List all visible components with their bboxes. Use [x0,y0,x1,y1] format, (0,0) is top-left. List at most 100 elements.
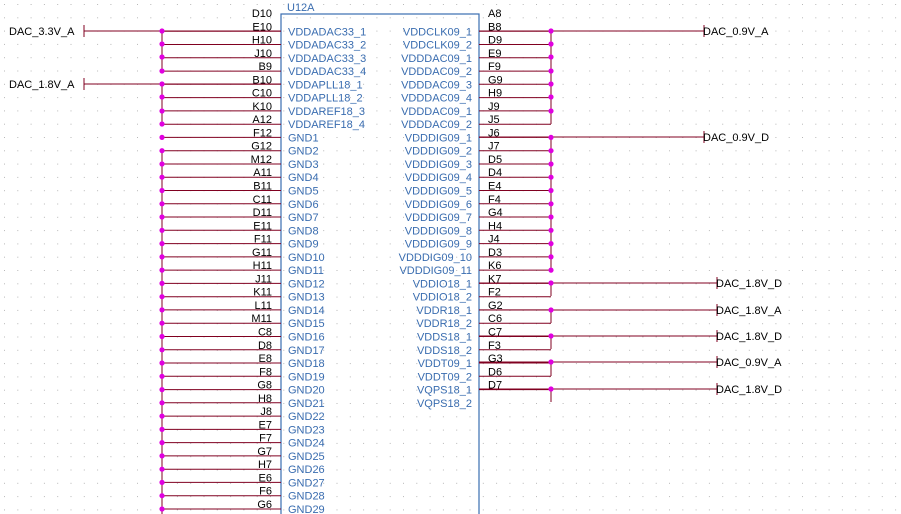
net-label-dac-1v8-a-right[interactable]: DAC_1.8V_A [716,305,782,317]
left-pin-number: C11 [253,194,272,206]
right-pin-signal: VQPS18_2 [417,398,472,410]
right-pin-signal: VDDDAC09_4 [401,93,472,105]
junction-dot [159,41,165,47]
junction-dot [548,161,554,167]
left-pin-signal: GND5 [288,186,319,198]
junction-dot [159,479,165,485]
junction-dot [159,187,165,194]
left-pin-number: H10 [252,35,272,47]
junction-dot [548,201,554,207]
junction-dot [548,41,554,47]
junction-dot [159,134,165,140]
junction-dot [159,201,165,207]
component-body[interactable] [280,13,480,514]
net-label-dac-1v8-d-2[interactable]: DAC_1.8V_D [716,331,782,343]
junction-dot [548,333,554,339]
right-pin-number: B8 [488,21,501,33]
left-pin-signal: GND8 [288,225,319,237]
left-pin-signal: GND9 [288,239,319,251]
left-pin-number: J10 [254,48,272,60]
net-label-dac-0v9-a-top[interactable]: DAC_0.9V_A [703,26,769,38]
right-pin-signal: VDDS18_2 [417,345,472,357]
right-pin-number: J4 [488,234,500,246]
left-pin-number: D11 [253,207,272,219]
junction-dot [548,227,554,233]
left-pin-signal: GND2 [288,146,319,158]
net-label-dac-3v3-a[interactable]: DAC_3.3V_A [9,26,75,38]
right-pin-number: D9 [488,35,502,47]
right-pin-number: D5 [488,154,502,166]
left-pin-number: G8 [257,380,272,392]
left-pin-number: F7 [259,433,272,445]
left-pin-number: E11 [253,220,272,232]
junction-dot [159,453,165,459]
right-pin-number: K6 [488,260,501,272]
junction-dot [159,466,165,472]
junction-dot [159,426,165,432]
right-pin-signal: VDDT09_1 [418,358,472,370]
junction-dots [159,28,554,512]
left-pin-signal: GND17 [288,345,325,357]
junction-dot [548,254,554,260]
right-pin-signal: VDDDIG09_2 [405,146,472,158]
right-pin-number: K7 [488,273,501,285]
left-pin-signal: GND11 [288,265,324,277]
right-pin-signal: VQPS18_1 [417,385,472,397]
junction-dot [159,320,165,326]
left-pin-signal: GND18 [288,358,325,370]
right-pin-number: F2 [488,287,501,299]
left-pin-number: G11 [252,247,272,259]
right-pin-number: E4 [488,181,501,193]
junction-dot [159,506,165,512]
right-pin-number: G3 [488,353,503,365]
junction-dot [159,387,165,393]
left-pin-signal: GND14 [288,305,325,317]
left-pin-number: F8 [259,366,272,378]
left-pin-signal: VDDADAC33_4 [288,66,366,78]
net-label-dac-1v8-a-left[interactable]: DAC_1.8V_A [9,79,75,91]
junction-dot [159,413,165,419]
right-pin-signal: VDDDIG09_8 [405,225,472,237]
net-label-dac-1v8-d-1[interactable]: DAC_1.8V_D [716,278,782,290]
right-pin-number: H4 [488,220,502,232]
right-pin-number: H9 [488,88,502,100]
left-pin-signal: GND7 [288,212,319,224]
left-pin-number: K11 [253,287,272,299]
left-pin-signal: VDDAPLL18_1 [288,79,363,91]
left-pin-signal: GND26 [288,464,325,476]
junction-dot [548,307,554,313]
left-pin-signal: GND12 [288,278,325,290]
junction-dot [159,161,165,167]
junction-dot [548,28,554,34]
junction-dot [548,134,554,140]
left-pin-signal: VDDAREF18_3 [288,106,365,118]
left-pin-signal: GND10 [288,252,325,264]
left-pin-number: E8 [259,353,272,365]
left-pin-number: M12 [251,154,272,166]
junction-dot [159,373,165,379]
right-pin-group: A8B8VDDCLK09_1D9VDDCLK09_2E9VDDDAC09_1F9… [399,8,551,410]
junction-dot [159,227,165,233]
junction-dot [548,241,554,247]
net-label-dac-1v8-d-3[interactable]: DAC_1.8V_D [716,384,782,396]
junction-dot [548,386,554,392]
left-pin-signal: GND13 [288,292,325,304]
right-pin-signal: VDDDAC09_3 [401,79,472,91]
right-pin-number: F3 [488,340,501,352]
junction-dot [159,54,165,60]
left-pin-number: H11 [253,260,272,272]
net-label-dac-0v9-a-bottom[interactable]: DAC_0.9V_A [716,357,782,369]
junction-dot [159,108,165,114]
right-pin-signal: VDDDIG09_7 [405,212,472,224]
net-label-dac-0v9-d[interactable]: DAC_0.9V_D [703,132,769,144]
left-pin-signal: GND20 [288,385,325,397]
right-power-wiring [479,25,718,402]
junction-dot [548,214,554,220]
left-pin-number: G6 [257,499,272,511]
right-pin-signal: VDDIO18_1 [413,278,472,290]
right-pin-signal: VDDT09_2 [418,371,472,383]
right-pin-number: C6 [488,313,502,325]
junction-dot [159,241,165,247]
left-pin-signal: GND25 [288,451,325,463]
